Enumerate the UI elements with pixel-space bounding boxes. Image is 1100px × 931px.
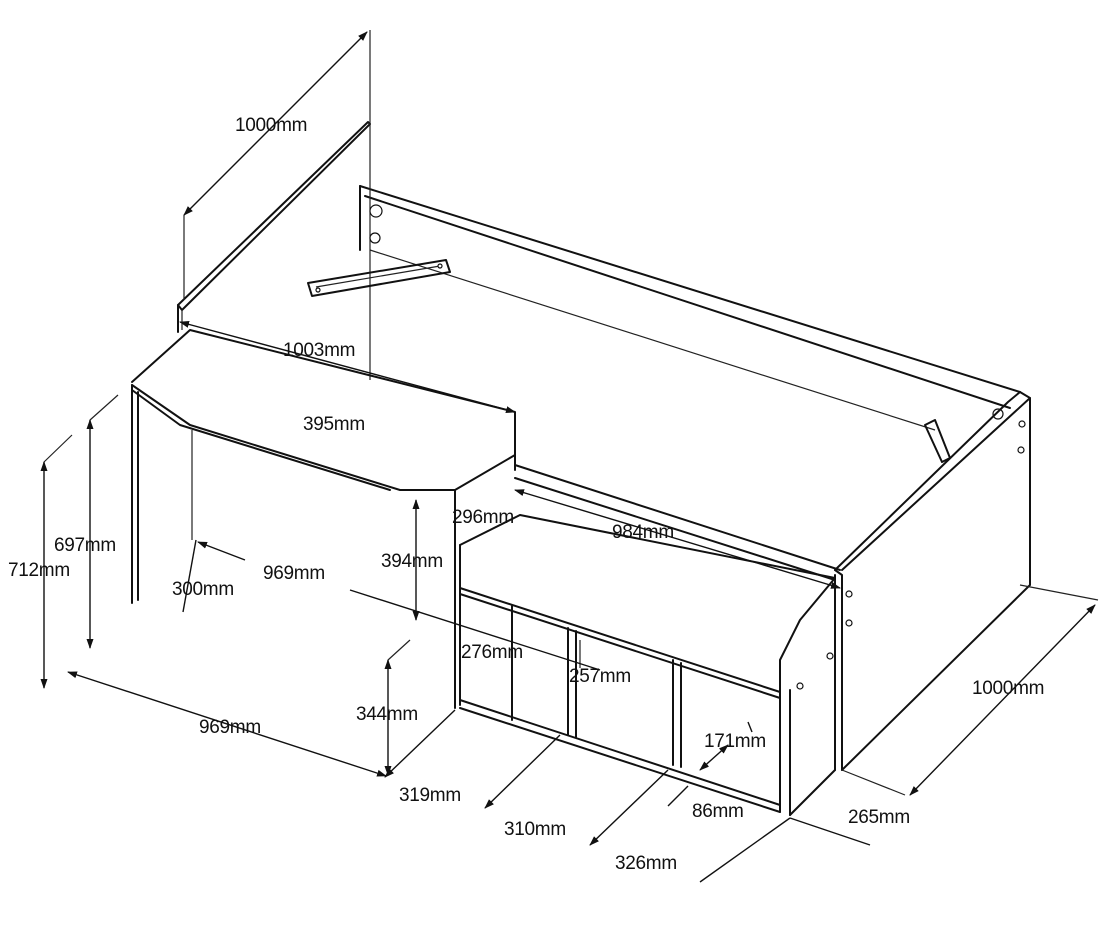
dim-bed-length: 984mm: [612, 522, 674, 543]
dim-drawer-clearance: 171mm: [704, 731, 766, 752]
dim-cubby-left-width: 319mm: [399, 785, 461, 806]
dim-bed-width: 1000mm: [972, 678, 1044, 699]
dim-desk-leg-depth: 300mm: [172, 579, 234, 600]
dim-cubby-right-width: 326mm: [615, 853, 677, 874]
dim-end-depth: 265mm: [848, 807, 910, 828]
dim-desk-height-total: 712mm: [8, 560, 70, 581]
dim-desk-length: 1003mm: [283, 340, 355, 361]
dimension-labels: 1000mm 1003mm 395mm 296mm 984mm 697mm 71…: [8, 115, 1044, 874]
dim-desk-width-lower: 969mm: [199, 717, 261, 738]
dimension-lines: [40, 31, 1099, 883]
dim-desk-gap: 296mm: [452, 507, 514, 528]
dim-back-height: 1000mm: [235, 115, 307, 136]
dim-cabinet-height: 344mm: [356, 704, 418, 725]
bolt-hole-icon: [369, 204, 383, 218]
side-bracket-icon: [924, 419, 951, 463]
bed-frame: [131, 30, 1031, 816]
bolt-hole-icon: [369, 232, 381, 244]
dim-cubby-mid-width: 310mm: [504, 819, 566, 840]
dim-desk-width-upper: 969mm: [263, 563, 325, 584]
dim-desk-depth: 395mm: [303, 414, 365, 435]
slat-bracket-icon: [307, 259, 451, 297]
bolt-hole-icon: [992, 408, 1004, 420]
dim-cubby-height: 257mm: [569, 666, 631, 687]
dim-desk-upright-height: 394mm: [381, 551, 443, 572]
dim-foot-offset: 86mm: [692, 801, 744, 822]
dim-shelf-gap-height: 276mm: [461, 642, 523, 663]
dim-desk-height-inner: 697mm: [54, 535, 116, 556]
